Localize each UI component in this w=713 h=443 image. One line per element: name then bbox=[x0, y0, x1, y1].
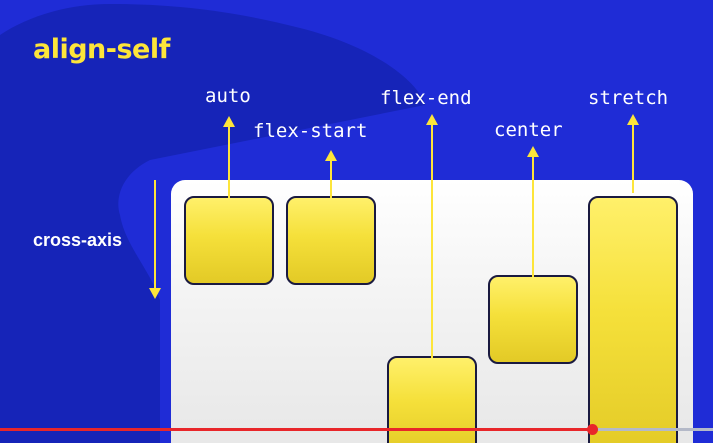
label-auto: auto bbox=[205, 85, 251, 107]
cross-axis-arrow-icon bbox=[149, 180, 161, 299]
arrow-head-flex-start bbox=[325, 150, 337, 161]
label-flex-start: flex-start bbox=[253, 120, 368, 142]
video-progress-handle[interactable] bbox=[586, 424, 598, 435]
cross-axis-label: cross-axis bbox=[33, 230, 123, 250]
arrow-head-auto bbox=[223, 116, 235, 127]
item-stretch bbox=[588, 196, 678, 443]
label-center: center bbox=[494, 119, 563, 141]
label-stretch: stretch bbox=[588, 87, 669, 109]
label-flex-end: flex-end bbox=[380, 87, 472, 109]
video-progress-bar[interactable] bbox=[0, 424, 713, 435]
video-progress-fill bbox=[0, 428, 592, 431]
arrow-head-flex-end bbox=[426, 114, 438, 125]
arrow-head-center bbox=[527, 146, 539, 157]
arrow-head-stretch bbox=[627, 114, 639, 125]
slide-title: align-self bbox=[33, 34, 170, 65]
